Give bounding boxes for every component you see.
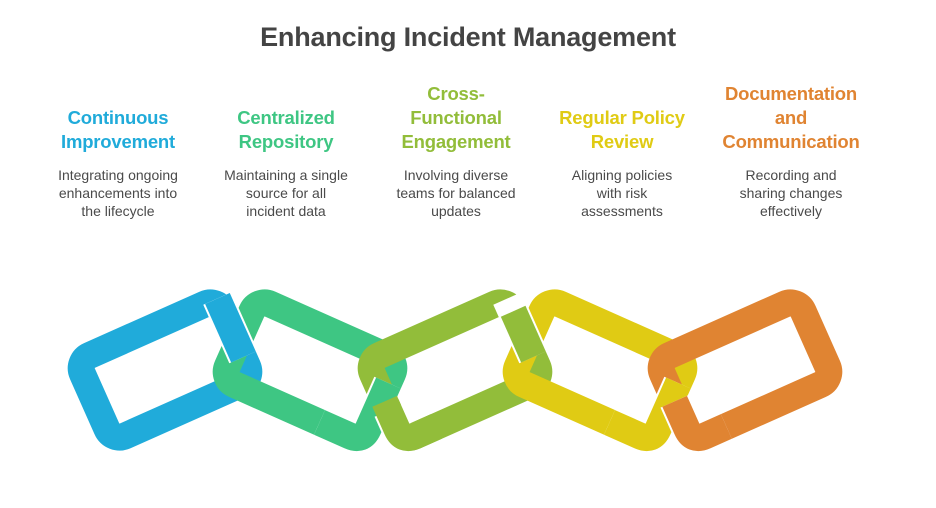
item-heading: Centralized Repository — [237, 107, 335, 152]
item-description: Recording and sharing changes effectivel… — [739, 167, 843, 219]
item-cross-functional-engagement: Cross- Functional Engagement Involving d… — [381, 82, 531, 220]
item-centralized-repository: Centralized Repository Maintaining a sin… — [211, 106, 361, 220]
item-heading: Cross- Functional Engagement — [401, 83, 511, 152]
item-description: Aligning policies with risk assessments — [571, 167, 673, 219]
chain-link-documentation-and-communication-overlap — [660, 395, 733, 454]
chain-link-continuous-improvement-overlap — [203, 292, 258, 364]
chain-link-regular-policy-review-overlap — [603, 376, 693, 454]
item-heading: Documentation and Communication — [722, 83, 860, 152]
item-documentation-and-communication: Documentation and Communication Recordin… — [716, 82, 866, 220]
item-description: Involving diverse teams for balanced upd… — [396, 167, 516, 219]
item-regular-policy-review: Regular Policy Review Aligning policies … — [547, 106, 697, 220]
chain-link-cross-functional-engagement-overlap — [372, 395, 442, 452]
chain-link-cross-functional-engagement-overlap-2 — [493, 292, 548, 364]
chain-link-centralized-repository-overlap — [313, 376, 403, 458]
item-heading: Continuous Improvement — [61, 107, 175, 152]
item-heading: Regular Policy Review — [559, 107, 685, 152]
item-description: Maintaining a single source for all inci… — [224, 167, 348, 219]
item-continuous-improvement: Continuous Improvement Integrating ongoi… — [43, 106, 193, 220]
item-description: Integrating ongoing enhancements into th… — [58, 167, 178, 219]
diagram-title: Enhancing Incident Management — [260, 22, 676, 52]
